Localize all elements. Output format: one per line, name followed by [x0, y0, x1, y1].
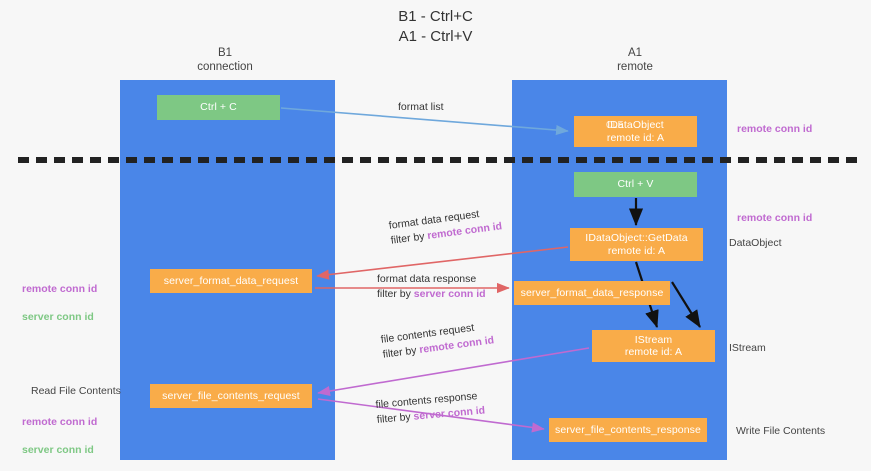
arrow-file-contents-request — [317, 347, 590, 397]
label-format-list: format list — [398, 100, 444, 115]
box-server-format-data-request-label: server_format_data_request — [163, 274, 299, 287]
annotation-istream: IStream — [729, 342, 766, 354]
box-server-file-contents-request-label: server_file_contents_request — [162, 389, 300, 402]
box-ctrl-v-label: Ctrl + V — [617, 178, 654, 191]
label-format-data-response: format data response filter by server co… — [377, 272, 486, 302]
label-format-data-response-filter: filter by server conn id — [377, 287, 486, 302]
arrow-format-list — [280, 107, 569, 136]
annotation-conn-id-pair-bottom: remote conn id server conn id — [22, 401, 97, 471]
arrow-file-contents-response — [317, 398, 545, 433]
filter-prefix: filter by — [377, 288, 414, 300]
lane-header-a1: A1 remote — [617, 47, 653, 73]
box-ctrl-c-label: Ctrl + C — [200, 101, 237, 114]
annotation-server-conn-id-left-2: server conn id — [22, 444, 94, 456]
box-istream-remote[interactable]: IStream remote id: A — [592, 330, 715, 362]
box-idataobject-line2: remote id: A — [606, 131, 665, 144]
annotation-conn-id-pair-top: remote conn id server conn id — [22, 268, 97, 338]
annotation-remote-conn-id-left: remote conn id — [22, 283, 98, 295]
label-format-data-response-title: format data response — [377, 273, 477, 285]
arrow-format-data-request — [316, 246, 569, 280]
box-getdata-line2: remote id: A — [607, 244, 666, 257]
box-server-format-data-response[interactable]: server_format_data_response — [514, 281, 670, 305]
box-ctrl-c[interactable]: Ctrl + C — [157, 95, 280, 120]
filter-prefix: filter by — [376, 410, 415, 426]
annotation-remote-conn-id-mid: remote conn id — [737, 212, 813, 224]
annotation-read-file-contents: Read File Contents — [31, 385, 121, 397]
filter-prefix: filter by — [390, 230, 429, 247]
arrow-response-to-istream — [671, 281, 701, 328]
annotation-remote-conn-id-top: remote conn id — [737, 123, 813, 135]
box-getdata-line1: IDataObject::GetData — [585, 232, 688, 244]
box-server-format-data-request[interactable]: server_format_data_request — [150, 269, 312, 293]
box-server-file-contents-response-label: server_file_contents_response — [555, 423, 701, 436]
annotation-write-file-contents: Write File Contents — [736, 425, 826, 437]
box-istream-line2: remote id: A — [624, 346, 683, 358]
filter-prefix: filter by — [382, 344, 421, 361]
lane-header-b1: B1 connection — [197, 47, 253, 73]
box-istream-line1: IStream — [634, 333, 673, 346]
label-format-list-text: format list — [398, 101, 444, 113]
box-idataobject-getdata[interactable]: IDataObject::GetData remote id: A — [570, 228, 703, 261]
box-server-file-contents-request[interactable]: server_file_contents_request — [150, 384, 312, 408]
annotation-server-conn-id-left: server conn id — [22, 311, 94, 323]
filter-key-server-conn-id: server conn id — [413, 288, 486, 300]
box-idataobject-line1-text: IDataObject — [607, 119, 664, 131]
box-server-file-contents-response[interactable]: server_file_contents_response — [549, 418, 707, 442]
box-ctrl-v[interactable]: Ctrl + V — [574, 172, 697, 197]
annotation-remote-conn-id-left-2: remote conn id — [22, 416, 98, 428]
box-server-format-data-response-label: server_format_data_response — [520, 286, 664, 299]
annotation-dataobject: DataObject — [729, 237, 782, 249]
diagram-title: B1 - Ctrl+C A1 - Ctrl+V — [398, 8, 473, 45]
box-idataobject-line1-overlap: OLE — [606, 119, 624, 131]
